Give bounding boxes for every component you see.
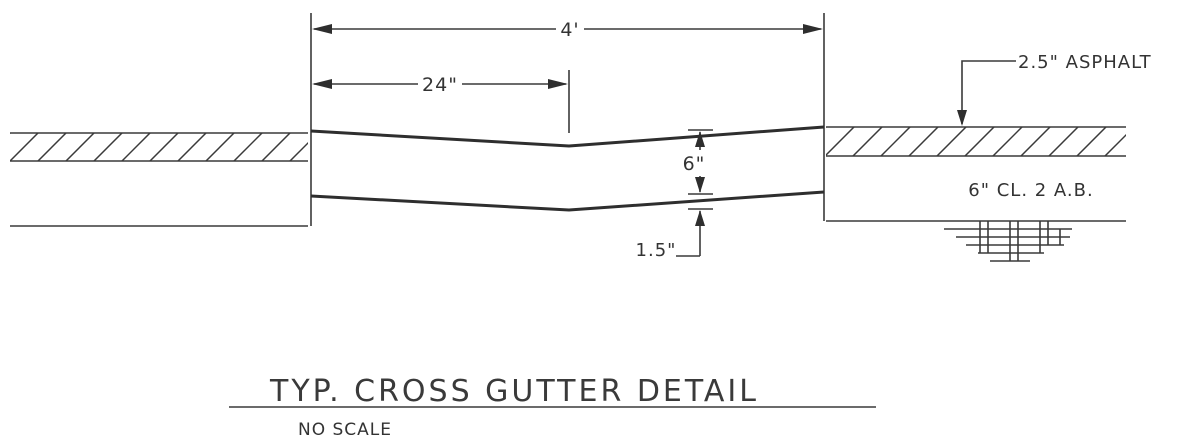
half-width-label: 24" bbox=[422, 74, 458, 96]
hatch-line bbox=[992, 127, 1023, 156]
overall-width-dimension: 4' bbox=[312, 19, 823, 41]
hatch-line bbox=[880, 127, 911, 156]
hatch-line bbox=[149, 133, 179, 161]
hatch-line bbox=[826, 127, 855, 156]
asphalt-callout: 2.5" ASPHALT bbox=[957, 52, 1152, 126]
hatch-line bbox=[10, 133, 39, 161]
hatch-line bbox=[826, 127, 827, 129]
arrowhead-down-icon bbox=[695, 177, 705, 193]
base-course-label: 6" CL. 2 A.B. bbox=[968, 180, 1093, 201]
hatch-line bbox=[936, 127, 967, 156]
hatch-line bbox=[852, 127, 883, 156]
hatch-line bbox=[205, 133, 235, 161]
half-width-dimension: 24" bbox=[312, 74, 568, 96]
asphalt-label: 2.5" ASPHALT bbox=[1018, 52, 1152, 73]
hatch-line bbox=[1076, 127, 1107, 156]
drawing-subtitle: NO SCALE bbox=[298, 420, 392, 440]
arrowhead-up-icon bbox=[695, 131, 705, 147]
hatch-line bbox=[121, 133, 151, 161]
arrowhead-right-icon bbox=[548, 79, 568, 89]
arrowhead-left-icon bbox=[312, 24, 332, 34]
hatch-line bbox=[93, 133, 123, 161]
hatch-line bbox=[10, 133, 11, 135]
thickness-dimension: 6" bbox=[683, 129, 713, 195]
offset-label: 1.5" bbox=[636, 240, 677, 261]
left-asphalt-hatch bbox=[10, 133, 346, 161]
hatch-line bbox=[177, 133, 207, 161]
overall-width-label: 4' bbox=[560, 19, 579, 41]
offset-dimension: 1.5" bbox=[636, 208, 713, 261]
title-block: TYP. CROSS GUTTER DETAIL NO SCALE bbox=[229, 374, 876, 440]
hatch-line bbox=[318, 133, 346, 161]
hatch-line bbox=[1104, 133, 1126, 156]
hatch-line bbox=[1048, 127, 1079, 156]
subgrade-symbol bbox=[944, 221, 1072, 262]
right-asphalt-hatch bbox=[826, 127, 1162, 156]
hatch-line bbox=[1020, 127, 1051, 156]
hatch-line bbox=[964, 127, 995, 156]
thickness-label: 6" bbox=[683, 153, 706, 175]
hatch-line bbox=[1133, 127, 1162, 156]
arrowhead-left-icon bbox=[312, 79, 332, 89]
hatch-line bbox=[261, 133, 291, 161]
arrowhead-up-icon bbox=[695, 210, 705, 226]
hatch-line bbox=[37, 133, 67, 161]
concrete-gutter-section bbox=[310, 13, 825, 226]
arrowhead-right-icon bbox=[803, 24, 823, 34]
left-asphalt-layer bbox=[10, 132, 346, 227]
drawing-title: TYP. CROSS GUTTER DETAIL bbox=[269, 374, 759, 409]
hatch-line bbox=[65, 133, 95, 161]
hatch-line bbox=[289, 141, 308, 161]
hatch-line bbox=[233, 133, 263, 161]
hatch-line bbox=[908, 127, 939, 156]
right-asphalt-layer bbox=[826, 126, 1162, 222]
arrowhead-down-icon bbox=[957, 110, 967, 126]
